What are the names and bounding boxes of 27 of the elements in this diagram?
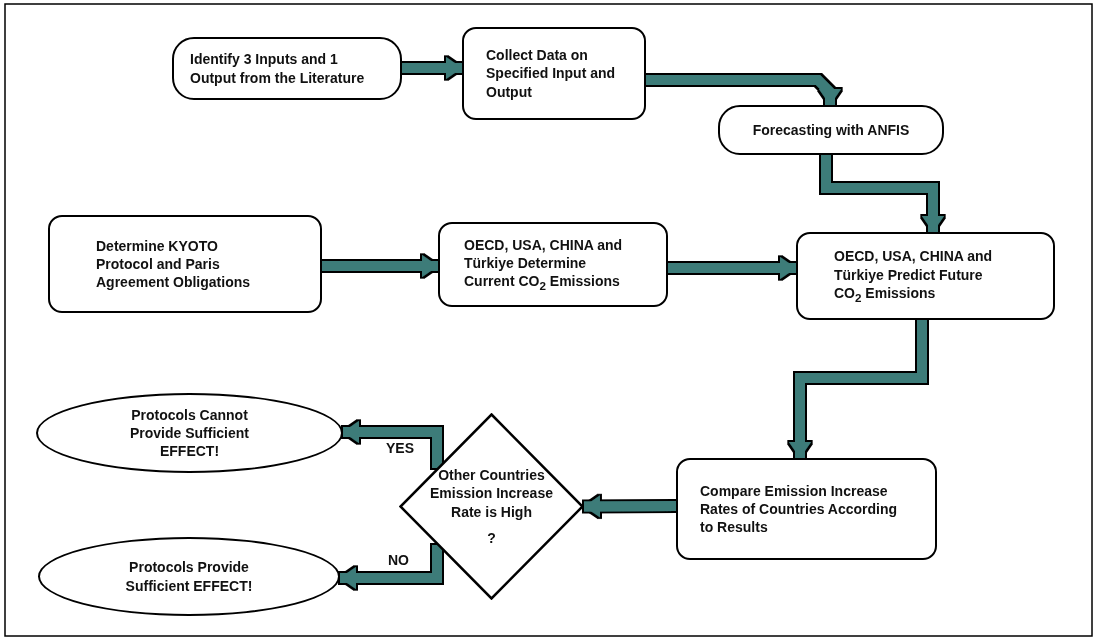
process-box — [676, 458, 937, 560]
arrow — [402, 57, 462, 79]
arrow — [789, 320, 927, 458]
process-box — [438, 222, 668, 307]
process-box — [462, 27, 646, 120]
process-box — [718, 105, 944, 155]
process-box — [172, 37, 402, 100]
arrow — [646, 75, 841, 105]
node-text: Compare Emission Increase Rates of Countries According to Results — [700, 481, 899, 537]
arrow — [322, 255, 438, 277]
node-text: Determine KYOTO Protocol and Paris Agreement Obligations — [96, 236, 252, 292]
node-text: Protocols Provide Sufficient EFFECT! — [124, 558, 254, 595]
arrow — [583, 495, 677, 518]
process-box — [796, 232, 1055, 320]
node-text: Other Countries Emission Increase Rate is High — [429, 466, 554, 521]
process-box — [48, 215, 322, 313]
arrow — [668, 257, 796, 279]
node-text: Protocols Cannot Provide Sufficient EFFECT! — [129, 405, 250, 461]
node-text: Collect Data on Specified Input and Output — [486, 46, 617, 101]
node-text: OECD, USA, CHINA and Türkiye Determine Current CO$_{2}$ Emissions — [464, 235, 624, 294]
node-text: OECD, USA, CHINA and Türkiye Predict Future CO$_{2}$ Emissions — [834, 247, 994, 305]
node-text: Forecasting with ANFIS — [751, 120, 911, 140]
question-mark: ? — [487, 528, 496, 547]
arrow — [340, 544, 442, 589]
arrow — [821, 155, 944, 232]
arrow — [343, 421, 442, 469]
node-text: Identify 3 Inputs and 1 Output from the Literature — [190, 50, 366, 87]
